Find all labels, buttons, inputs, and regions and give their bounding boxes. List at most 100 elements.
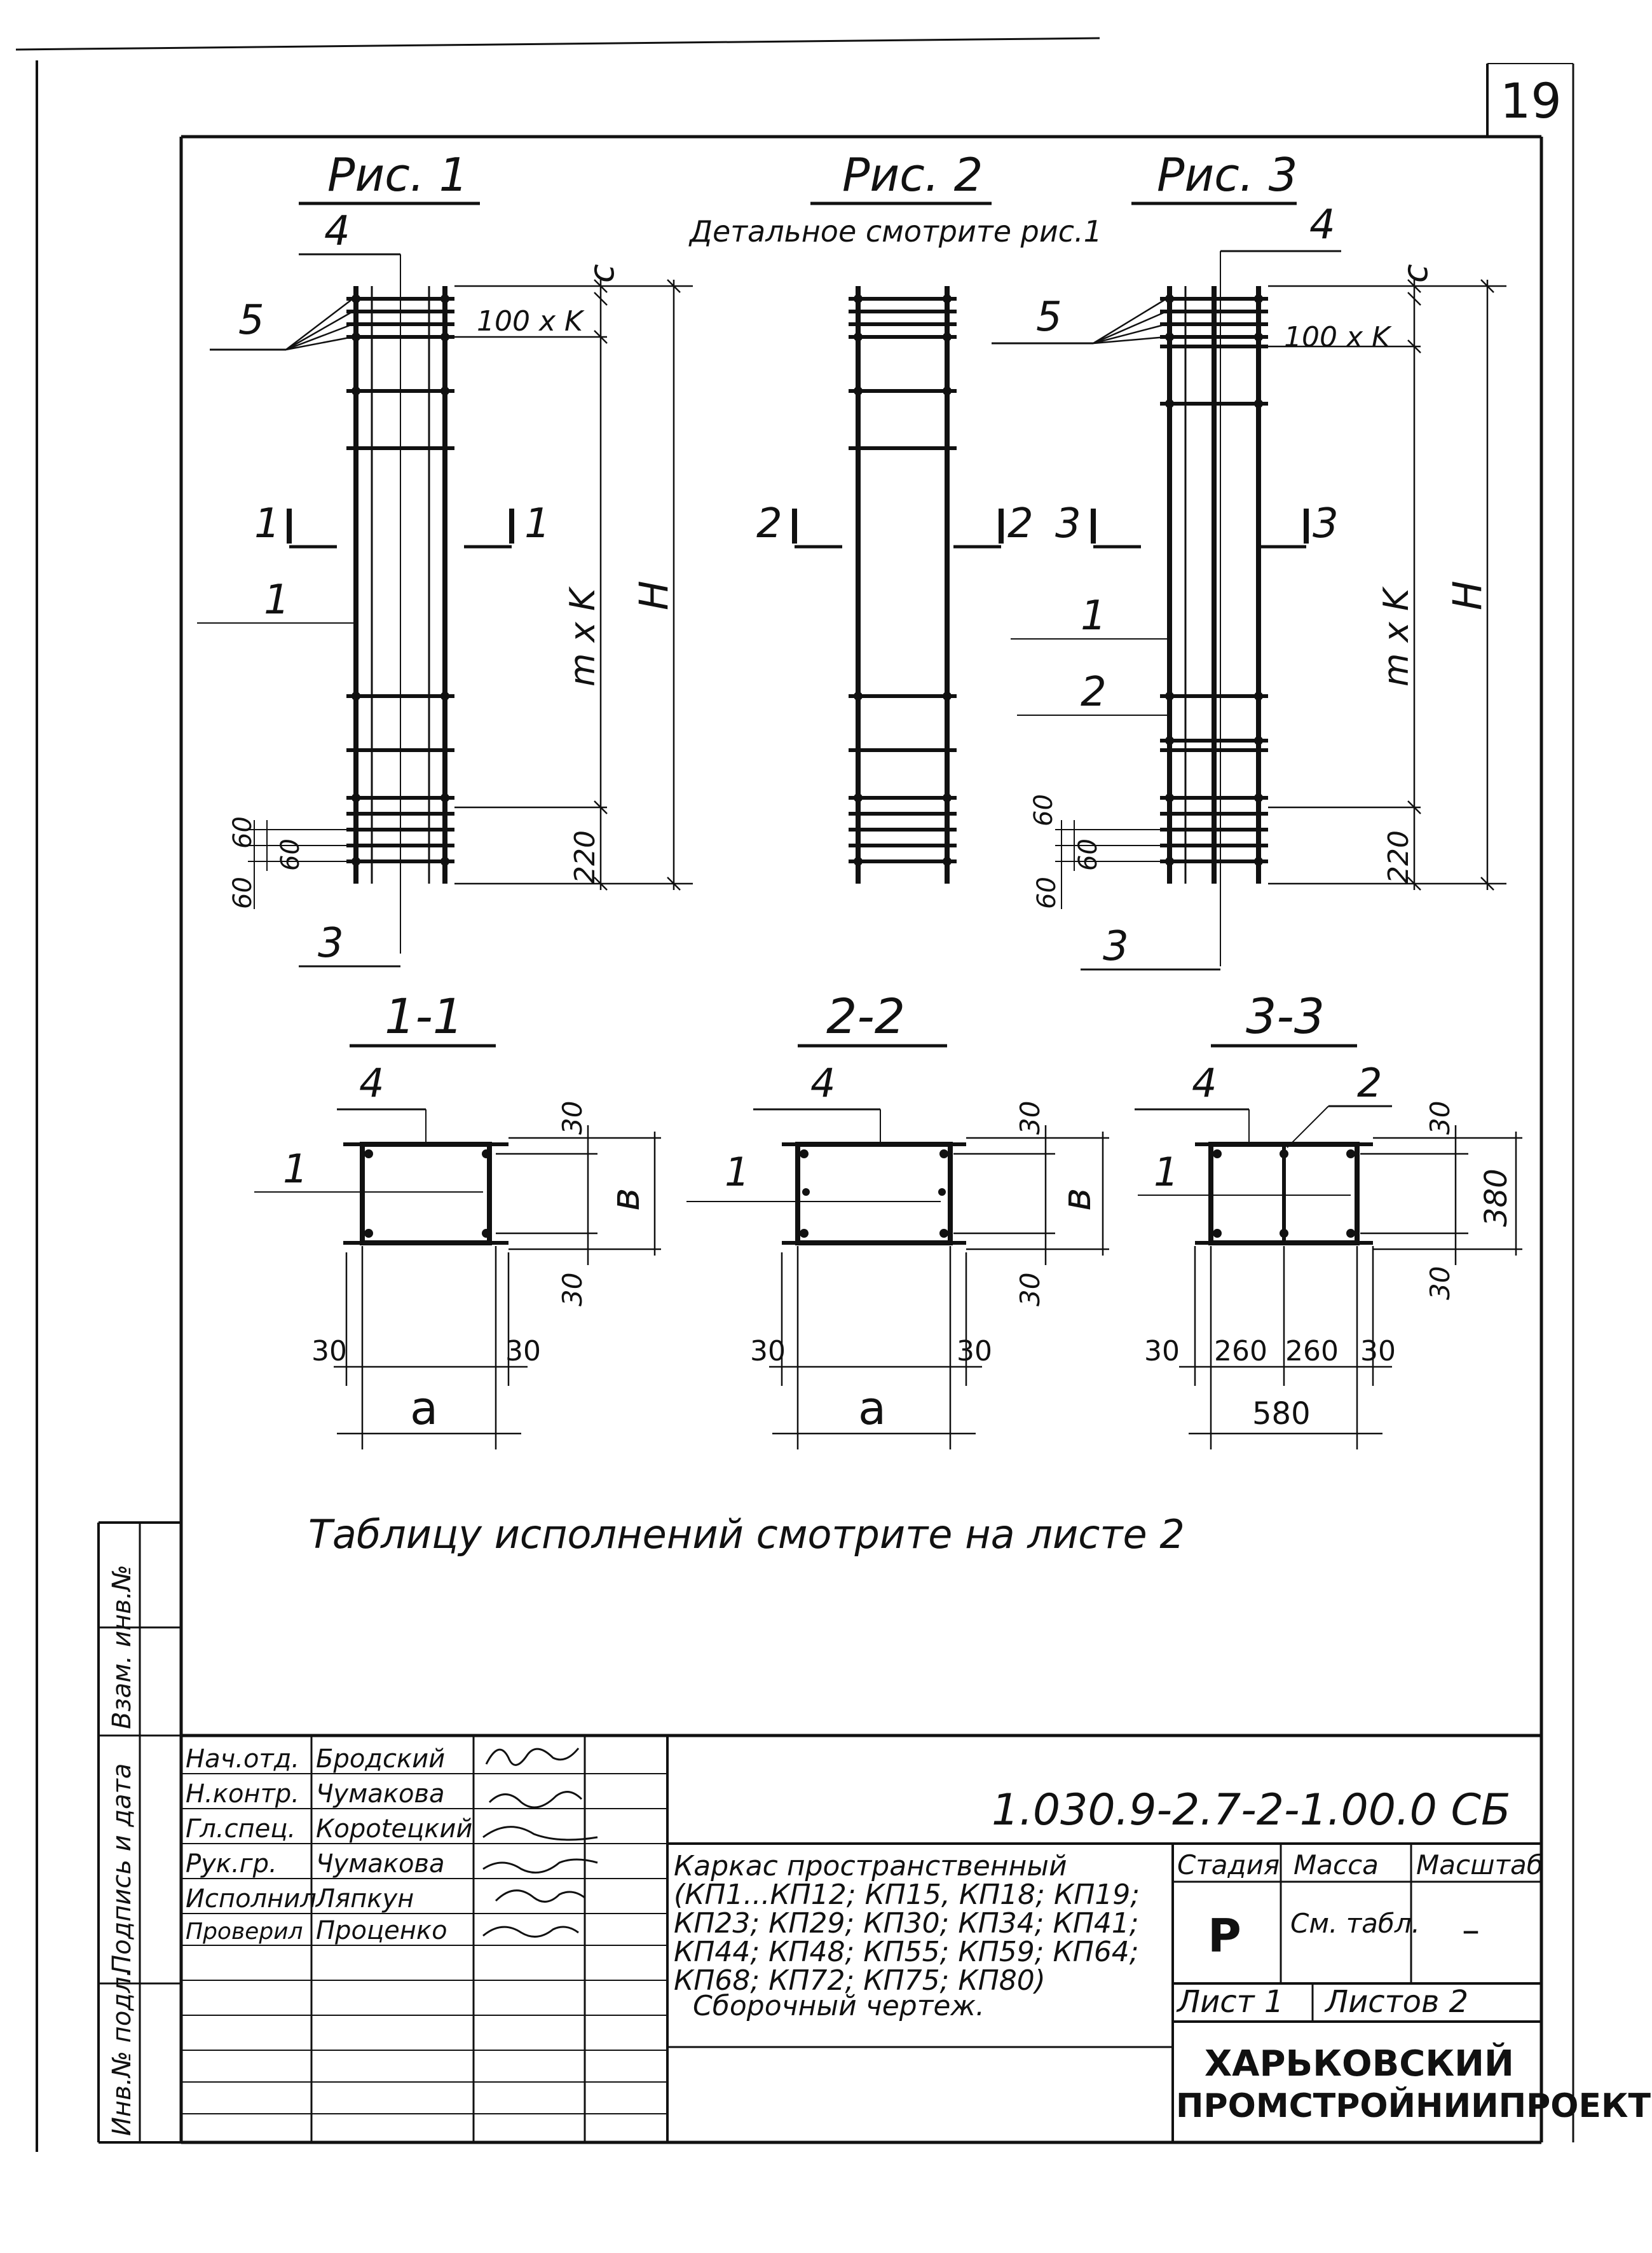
s22-dim-bottom: 30: [1014, 1273, 1046, 1306]
fig1-dim-60b: 60: [276, 839, 305, 871]
figure-3: Рис. 3 4: [992, 148, 1506, 971]
fig3-dim-60a: 60: [1029, 794, 1058, 826]
fig1-callout-3: 3: [318, 920, 344, 967]
s22-callout-4: 4: [810, 1060, 835, 1106]
section-1-1-title: 1-1: [385, 988, 463, 1044]
s33-dim-1: 30: [1144, 1335, 1180, 1367]
s33-dim-mid: 380: [1478, 1168, 1514, 1227]
fig3-callout-4: 4: [1309, 202, 1335, 249]
section-2-2-title: 2-2: [826, 988, 905, 1044]
figure-2-title: Рис. 2: [842, 148, 983, 202]
s33-dim-3: 260: [1285, 1335, 1339, 1367]
fig1-callout-1: 1: [264, 577, 290, 624]
sheet-number: 19: [1500, 72, 1562, 129]
s11-callout-1: 1: [283, 1146, 308, 1192]
s22-callout-1: 1: [725, 1149, 749, 1195]
fig2-section-right: 2: [1007, 500, 1034, 547]
side-stamp-inv-vzam: Взам. инв.№: [107, 1565, 137, 1729]
role-5: Исполнил: [186, 1884, 317, 1914]
product-name-line-4: КП44; КП48; КП55; КП59; КП64;: [674, 1936, 1139, 1968]
sheet-label: Лист 1: [1176, 1984, 1283, 2020]
fig1-callout-5: 5: [238, 297, 264, 344]
handwritten-signatures: [482, 1748, 598, 1938]
stage-label: Стадия: [1177, 1849, 1280, 1880]
name-4: Чумакова: [316, 1849, 445, 1879]
fig3-callout-2: 2: [1081, 669, 1107, 716]
s11-callout-4: 4: [359, 1060, 384, 1106]
name-1: Бродский: [316, 1744, 445, 1774]
fig1-dim-60a: 60: [228, 816, 257, 849]
product-name-line-3: КП23; КП29; КП30; КП34; КП41;: [674, 1907, 1139, 1940]
scale-value: –: [1462, 1910, 1480, 1951]
fig3-section-left: 3: [1055, 500, 1081, 547]
figure-2-note: Детальное смотрите рис.1: [688, 214, 1102, 249]
s33-dim-width: 580: [1252, 1396, 1311, 1432]
fig3-section-right: 3: [1313, 500, 1339, 547]
fig3-dim-60b: 60: [1074, 839, 1103, 871]
s22-dim-right: 30: [957, 1335, 992, 1367]
signature-roles: Нач.отд. Бродский Н.контр. Чумакова Гл.с…: [186, 1744, 472, 1945]
role-4: Рук.гр.: [186, 1849, 277, 1879]
product-name-line-6: Сборочный чертеж.: [693, 1990, 985, 2022]
fig3-dim-mk: m x K: [1376, 586, 1416, 687]
s33-dim-2: 260: [1214, 1335, 1267, 1367]
role-1: Нач.отд.: [186, 1744, 299, 1774]
mass-value: См. табл.: [1290, 1908, 1420, 1939]
s11-dim-mid: в: [602, 1188, 648, 1211]
figure-3-title: Рис. 3: [1157, 148, 1297, 202]
section-3-3: 3-3 4 2 1 30 380 30: [1135, 988, 1522, 1449]
product-name: Каркас пространственный (КП1...КП12; КП1…: [674, 1850, 1140, 2022]
fig3-dim-H: H: [1444, 580, 1491, 610]
drawing-designation: 1.030.9-2.7-2-1.00.0 СБ: [992, 1785, 1511, 1835]
product-name-line-1: Каркас пространственный: [674, 1850, 1067, 1882]
role-3: Гл.спец.: [186, 1814, 296, 1844]
fig1-dim-220: 220: [569, 830, 601, 884]
s33-dim-top: 30: [1424, 1101, 1456, 1135]
fig3-dim-step: 100 x K: [1284, 321, 1392, 353]
sheets-label: Листов 2: [1324, 1984, 1468, 2020]
fig3-callout-3: 3: [1103, 923, 1129, 970]
side-stamp: [97, 1521, 181, 2144]
section-1-1: 1-1 4 1 30 в 30 30 30 a: [254, 988, 661, 1449]
name-3: Короtецкий: [316, 1814, 472, 1844]
fig1-dim-60c: 60: [228, 877, 257, 909]
section-3-3-title: 3-3: [1246, 988, 1325, 1044]
product-name-line-2: (КП1...КП12; КП15, КП18; КП19;: [674, 1879, 1140, 1911]
title-block: [181, 1734, 1541, 2142]
fig2-section-left: 2: [756, 500, 782, 547]
s11-dim-width: a: [410, 1381, 438, 1435]
product-name-line-5: КП68; КП72; КП75; КП80): [674, 1964, 1046, 1997]
section-2-2: 2-2 4 1 30 в 30 30 30 a: [686, 988, 1109, 1449]
fig3-dim-220: 220: [1382, 830, 1415, 884]
s33-callout-2: 2: [1357, 1060, 1382, 1106]
s11-dim-left: 30: [311, 1335, 347, 1367]
fig1-dim-mk: m x K: [563, 586, 603, 687]
s33-callout-4: 4: [1192, 1060, 1217, 1106]
name-2: Чумакова: [316, 1779, 445, 1809]
side-stamp-sign-date: Подпись и дата: [107, 1763, 137, 1974]
s22-dim-top: 30: [1014, 1101, 1046, 1135]
side-stamp-inv-podl: Инв.№ подл.: [107, 1969, 137, 2136]
name-6: Проценко: [316, 1916, 447, 1945]
scale-label: Масштаб: [1416, 1849, 1543, 1880]
s33-dim-bottom: 30: [1424, 1266, 1456, 1300]
s22-dim-mid: в: [1053, 1188, 1100, 1211]
fig1-dim-step: 100 x K: [477, 305, 585, 338]
fig1-section-left: 1: [254, 500, 280, 547]
sheet-frame: [15, 37, 1574, 2152]
figure-2: Рис. 2 Детальное смотрите рис.1: [688, 148, 1102, 884]
name-5: Ляпкун: [315, 1884, 414, 1914]
role-6: Проверил: [186, 1919, 303, 1945]
fig1-section-right: 1: [524, 500, 550, 547]
s11-dim-top: 30: [557, 1101, 588, 1135]
s22-dim-width: a: [858, 1381, 886, 1435]
figure-1-title: Рис. 1: [327, 148, 468, 202]
mass-label: Масса: [1294, 1849, 1379, 1880]
s11-dim-right: 30: [505, 1335, 541, 1367]
table-note: Таблицу исполнений смотрите на листе 2: [308, 1511, 1185, 1558]
s33-dim-4: 30: [1360, 1335, 1396, 1367]
s11-dim-bottom: 30: [557, 1273, 588, 1306]
s33-callout-1: 1: [1154, 1149, 1178, 1195]
fig3-callout-5: 5: [1036, 294, 1062, 341]
